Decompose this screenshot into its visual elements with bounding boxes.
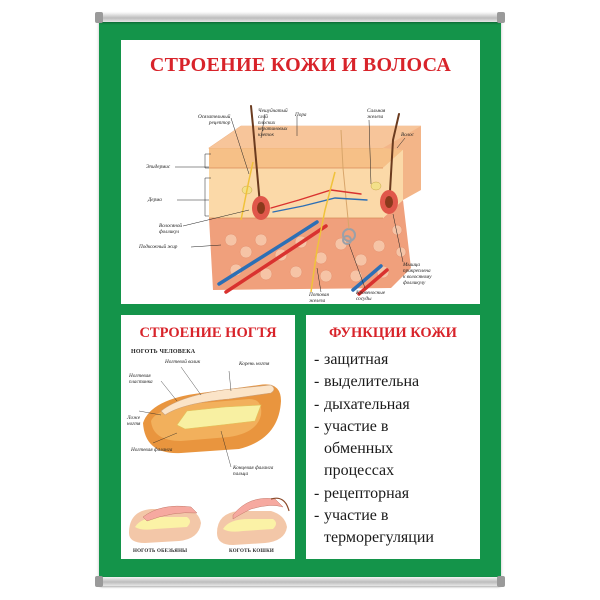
- nail-plate: [160, 384, 275, 416]
- label-nail-phalanx: Ногтевая фаланга: [131, 447, 173, 453]
- function-item: -дыхательная: [314, 395, 410, 413]
- nail-bone: [176, 404, 262, 430]
- functions-list: -защитная -выделительна -дыхательная -уч…: [314, 349, 434, 550]
- function-item-continuation: терморегуляции: [324, 529, 434, 547]
- nail-title: СТРОЕНИЕ НОГТЯ: [139, 325, 277, 341]
- monkey-nail-label: НОГОТЬ ОБЕЗЬЯНЫ: [133, 549, 188, 554]
- poster: СТРОЕНИЕ КОЖИ И ВОЛОСА: [99, 18, 501, 580]
- label-epidermis: Эпидермис: [146, 164, 171, 170]
- blood-vessels: [217, 189, 389, 296]
- function-item-continuation: процессах: [324, 462, 395, 480]
- label-pore: Пора: [295, 112, 307, 118]
- leader-lines: [175, 113, 406, 293]
- skin-diagram: [175, 105, 422, 296]
- bottom-hanging-rail: [95, 576, 505, 587]
- hair-shafts: [250, 105, 400, 217]
- functions-title: ФУНКЦИИ КОЖИ: [329, 325, 457, 341]
- human-nail-label: НОГОТЬ ЧЕЛОВЕКА: [131, 349, 196, 355]
- label-subcutaneous-fat: Подкожный жир: [139, 244, 178, 250]
- function-item-continuation: обменных: [324, 440, 394, 458]
- label-nail-fold: Ногтевой валик: [165, 359, 201, 365]
- skin-functions-panel: ФУНКЦИИ КОЖИ -защитная -выделительна -ды…: [306, 315, 480, 559]
- label-dermis: Дерма: [148, 197, 162, 203]
- skin-structure-panel: СТРОЕНИЕ КОЖИ И ВОЛОСА: [121, 40, 480, 304]
- function-item: -участие в: [314, 417, 389, 435]
- skin-title: СТРОЕНИЕ КОЖИ И ВОЛОСА: [149, 54, 452, 76]
- label-nail-root: Корень ногтя: [239, 361, 270, 367]
- function-item: -выделительна: [314, 373, 420, 391]
- epidermis-layer: [209, 130, 403, 168]
- sweat-gland: [340, 129, 356, 245]
- function-item: -участие в: [314, 507, 389, 525]
- cat-claw-label: КОГОТЬ КОШКИ: [229, 549, 275, 554]
- nail-diagram: [129, 366, 290, 545]
- nail-structure-panel: СТРОЕНИЕ НОГТЯ НОГОТЬ ЧЕЛОВЕКА: [121, 315, 295, 559]
- top-hanging-rail: [95, 12, 505, 23]
- function-item: -рецепторная: [314, 484, 410, 502]
- fat-layer: [209, 200, 411, 290]
- function-item: -защитная: [314, 351, 389, 368]
- label-hair: Волос: [401, 132, 414, 138]
